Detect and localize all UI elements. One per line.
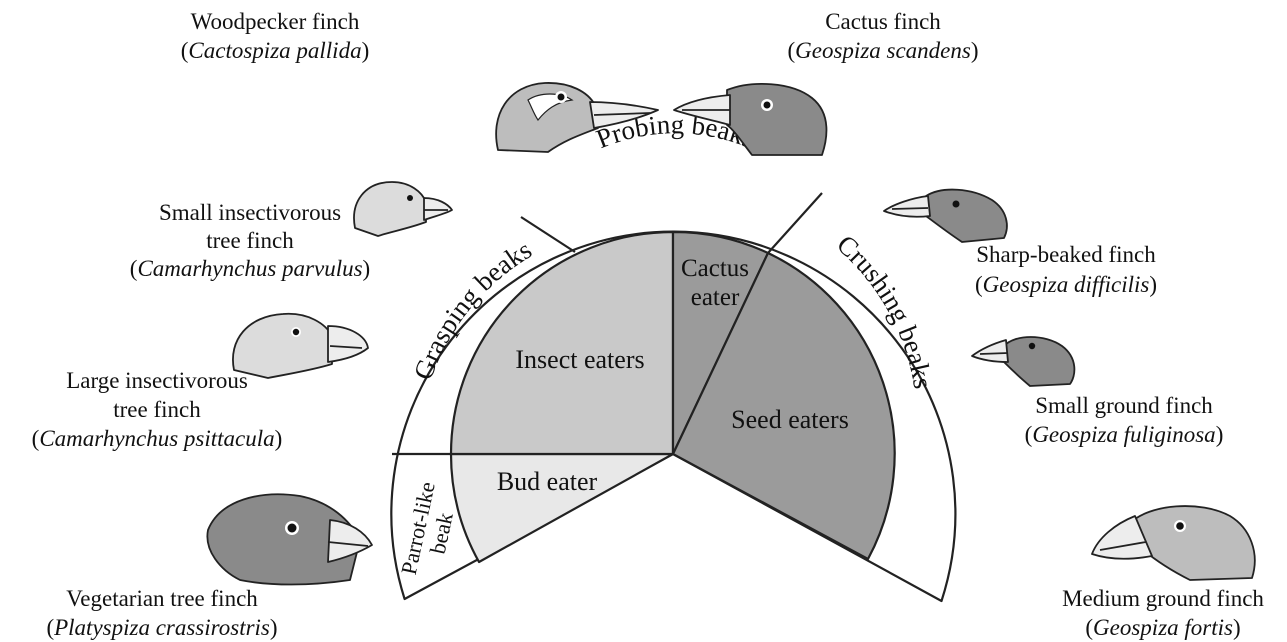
svg-text:(Cactospiza pallida): (Cactospiza pallida) <box>181 38 370 63</box>
svg-text:(Geospiza fuliginosa): (Geospiza fuliginosa) <box>1025 422 1224 447</box>
sector-label-bud: Bud eater <box>497 467 598 496</box>
svg-text:(Geospiza difficilis): (Geospiza difficilis) <box>975 272 1157 297</box>
svg-text:Vegetarian tree finch: Vegetarian tree finch <box>66 586 258 611</box>
sector-label-seed: Seed eaters <box>731 405 849 434</box>
small-insectivorous-finch-head-icon <box>354 182 452 236</box>
sector-label-cactus-1: Cactus <box>681 255 749 282</box>
svg-text:Cactus finch: Cactus finch <box>825 9 941 34</box>
svg-text:tree finch: tree finch <box>206 228 294 253</box>
svg-text:(Platyspiza crassirostris): (Platyspiza crassirostris) <box>46 615 277 640</box>
svg-text:tree finch: tree finch <box>113 397 201 422</box>
svg-text:Small ground finch: Small ground finch <box>1035 393 1213 418</box>
small-ground-finch-head-icon <box>972 337 1074 386</box>
svg-text:Woodpecker finch: Woodpecker finch <box>191 9 360 34</box>
svg-text:Large insectivorous: Large insectivorous <box>66 368 248 393</box>
caption-vegetarian-tree-finch: Vegetarian tree finch (Platyspiza crassi… <box>46 586 277 640</box>
svg-text:Small insectivorous: Small insectivorous <box>159 200 341 225</box>
sector-label-cactus-2: eater <box>691 284 740 311</box>
svg-text:(Geospiza fortis): (Geospiza fortis) <box>1085 615 1240 640</box>
svg-text:(Geospiza scandens): (Geospiza scandens) <box>787 38 978 63</box>
caption-cactus-finch: Cactus finch (Geospiza scandens) <box>787 9 978 63</box>
caption-woodpecker-finch: Woodpecker finch (Cactospiza pallida) <box>181 9 370 63</box>
vegetarian-tree-finch-head-icon <box>207 494 372 584</box>
medium-ground-finch-head-icon <box>1092 506 1255 580</box>
svg-text:Medium ground finch: Medium ground finch <box>1062 586 1264 611</box>
divider-grasping-probing <box>521 217 575 252</box>
sharp-beaked-finch-head-icon <box>884 190 1007 242</box>
caption-medium-ground-finch: Medium ground finch (Geospiza fortis) <box>1062 586 1264 640</box>
large-insectivorous-finch-head-icon <box>233 314 368 378</box>
svg-text:Sharp-beaked finch: Sharp-beaked finch <box>976 242 1156 267</box>
caption-small-insectivorous-finch: Small insectivorous tree finch (Camarhyn… <box>130 200 370 281</box>
caption-large-insectivorous-finch: Large insectivorous tree finch (Camarhyn… <box>32 368 283 451</box>
caption-sharp-beaked-finch: Sharp-beaked finch (Geospiza difficilis) <box>975 242 1157 297</box>
divider-probing-crushing <box>768 193 822 253</box>
svg-text:(Camarhynchus psittacula): (Camarhynchus psittacula) <box>32 426 283 451</box>
sector-label-insect: Insect eaters <box>515 345 644 374</box>
svg-text:(Camarhynchus parvulus): (Camarhynchus parvulus) <box>130 256 370 281</box>
caption-small-ground-finch: Small ground finch (Geospiza fuliginosa) <box>1025 393 1224 447</box>
